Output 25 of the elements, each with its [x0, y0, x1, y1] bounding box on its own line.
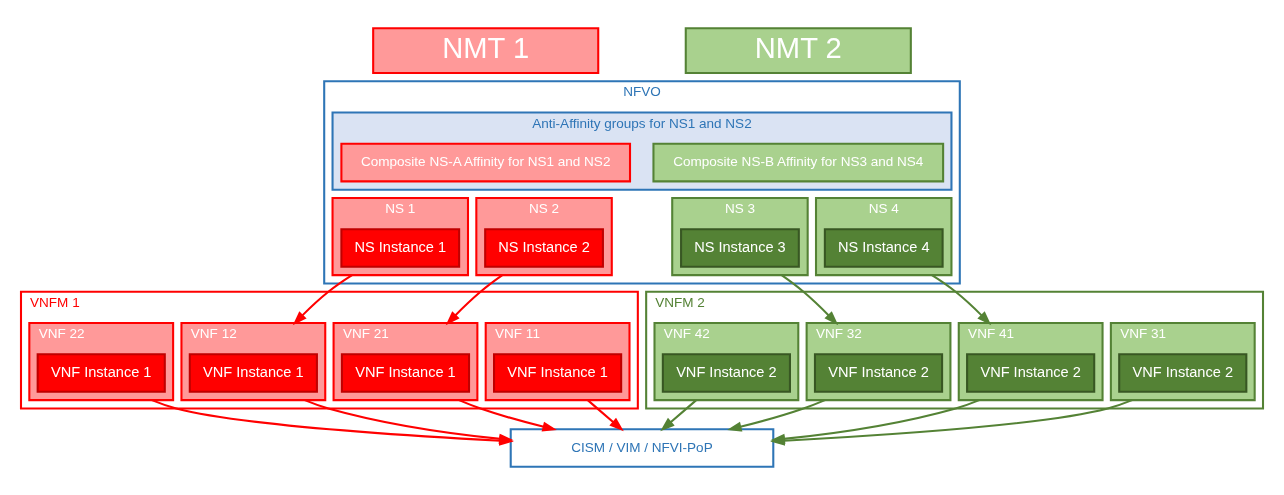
arrow: [781, 274, 839, 326]
node-box: Composite NS-B Affinity for NS3 and NS4: [652, 142, 945, 183]
node-box: VNF Instance 1: [188, 353, 318, 393]
node-box: VNF Instance 2: [813, 353, 944, 393]
node-box: NS Instance 4: [823, 228, 944, 268]
node-box: CISM / VIM / NFVI-PoP: [509, 428, 775, 468]
arrow: [660, 399, 697, 432]
node-box: NMT 1: [372, 27, 600, 74]
arrow: [445, 274, 503, 326]
arrow: [587, 399, 624, 432]
node-box: VNF Instance 2: [661, 353, 791, 393]
arrow: [458, 399, 557, 432]
node-box: NS Instance 2: [484, 228, 604, 268]
node-box: VNF Instance 2: [1118, 353, 1248, 393]
node-box: NS Instance 3: [680, 228, 800, 268]
node-box: VNF Instance 1: [36, 353, 166, 393]
node-box: VNF Instance 2: [966, 353, 1096, 393]
node-box: VNF Instance 1: [340, 353, 471, 393]
node-box: NMT 2: [684, 27, 912, 74]
arrow: [727, 399, 826, 432]
arrow: [292, 274, 353, 326]
node-box: Composite NS-A Affinity for NS1 and NS2: [340, 142, 632, 183]
arrow: [931, 274, 992, 326]
node-box: NS Instance 1: [340, 228, 461, 268]
node-box: VNF Instance 1: [493, 353, 623, 393]
